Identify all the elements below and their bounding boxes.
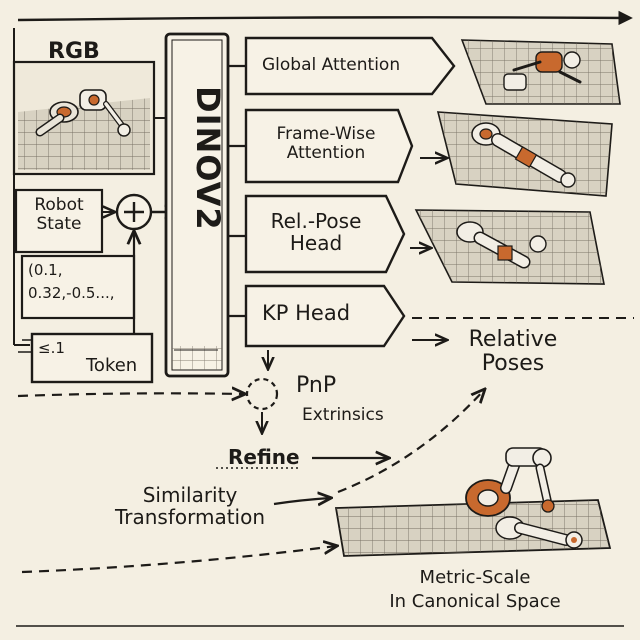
- circle-plus-icon: [115, 193, 153, 231]
- rel-pose-line2: Head: [289, 231, 343, 255]
- rel-pose-head-box: [244, 194, 406, 274]
- state-values-label: (0.1, 0.32,-0.5...,: [28, 262, 115, 301]
- robot-view-frame-wise: [436, 111, 613, 197]
- similarity-line1: Similarity: [142, 483, 238, 507]
- dashed-circle-icon: [245, 377, 279, 411]
- rel-pose-line1: Rel.-Pose: [270, 209, 362, 233]
- relative-poses-line2: Poses: [481, 351, 545, 377]
- kp-head-box: [244, 284, 406, 348]
- robot-state-label: Robot State: [16, 196, 102, 233]
- global-attention-label: Global Attention: [262, 55, 401, 75]
- metric-scale-label: Metric-Scale In Canonical Space: [360, 568, 590, 612]
- frame-wise-attention-box: [244, 108, 414, 184]
- token-box: [30, 332, 154, 384]
- token-label: Token: [86, 355, 138, 376]
- rel-pose-head-label: Rel.-Pose Head: [250, 210, 382, 254]
- relative-poses-label: Relative Poses: [448, 327, 578, 377]
- backbone-to-heads-lines: [228, 64, 246, 318]
- rgb-label: RGB: [48, 39, 100, 64]
- robot-sketch-rgb: [35, 89, 131, 137]
- robot-state-line1: Robot: [34, 195, 84, 215]
- state-values-line1: (0.1,: [28, 261, 63, 279]
- kp-head-label: KP Head: [262, 301, 351, 325]
- robot-view-global: [460, 39, 621, 105]
- metric-line1: Metric-Scale: [419, 567, 531, 588]
- pnp-label: PnP: [296, 373, 337, 398]
- top-flow-arrow: [17, 10, 633, 26]
- token-dashed-flow: [17, 393, 244, 396]
- state-values-line2: 0.32,-0.5...,: [28, 283, 115, 302]
- metric-canonical-scene: [334, 447, 612, 557]
- similarity-line2: Transformation: [114, 505, 266, 529]
- metric-line2: In Canonical Space: [389, 590, 561, 612]
- similarity-arrow: [273, 498, 330, 504]
- rgb-input-panel: [12, 60, 156, 176]
- global-attention-box: [244, 36, 456, 96]
- robot-state-line2: State: [36, 213, 82, 234]
- curve-to-relative-poses: [337, 390, 484, 494]
- similarity-transformation-label: Similarity Transformation: [92, 484, 288, 528]
- extrinsics-label: Extrinsics: [302, 405, 384, 425]
- frame-wise-line1: Frame-Wise: [276, 124, 376, 144]
- state-values-box: [20, 254, 136, 320]
- robot-view-rel-pose: [414, 209, 605, 285]
- dinov2-backbone: [164, 32, 230, 378]
- frame-wise-line2: Attention: [286, 142, 366, 163]
- relative-poses-line1: Relative: [468, 327, 558, 352]
- robot-state-box: [14, 188, 104, 254]
- frame-wise-attention-label: Frame-Wise Attention: [250, 125, 402, 162]
- refine-label: Refine: [228, 445, 300, 469]
- token-prefix: ≤.1: [38, 339, 65, 357]
- bottom-dashed-flow: [21, 546, 336, 574]
- dinov2-label: DINOV2: [189, 86, 227, 231]
